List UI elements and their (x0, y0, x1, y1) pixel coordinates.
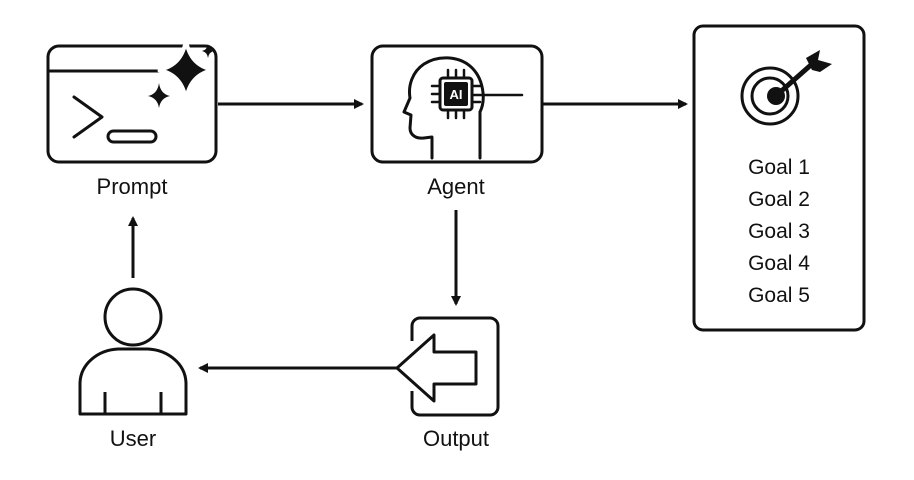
output-arrow-icon (395, 333, 478, 403)
output-label: Output (422, 426, 490, 451)
terminal-sparkle-icon (72, 39, 215, 144)
goal-item: Goal 3 (748, 220, 810, 243)
user-icon (78, 287, 188, 416)
goals-node (692, 24, 866, 332)
goals-box (692, 24, 866, 332)
agent-label: Agent (427, 174, 485, 199)
goal-list: Goal 1 Goal 2 Goal 3 Goal 4 Goal 5 (694, 152, 864, 312)
target-icon (740, 50, 832, 126)
goal-item: Goal 4 (748, 252, 810, 275)
user-label: User (109, 426, 157, 451)
agent-node: AI (370, 44, 544, 164)
ai-chip-text: AI (450, 87, 463, 102)
goal-item: Goal 1 (748, 156, 810, 179)
prompt-label: Prompt (96, 174, 168, 199)
output-node (395, 316, 500, 417)
ai-head-icon: AI (402, 56, 524, 160)
prompt-node (46, 39, 218, 164)
connectors (128, 99, 688, 373)
goal-item: Goal 5 (748, 284, 810, 307)
goal-item: Goal 2 (748, 188, 810, 211)
